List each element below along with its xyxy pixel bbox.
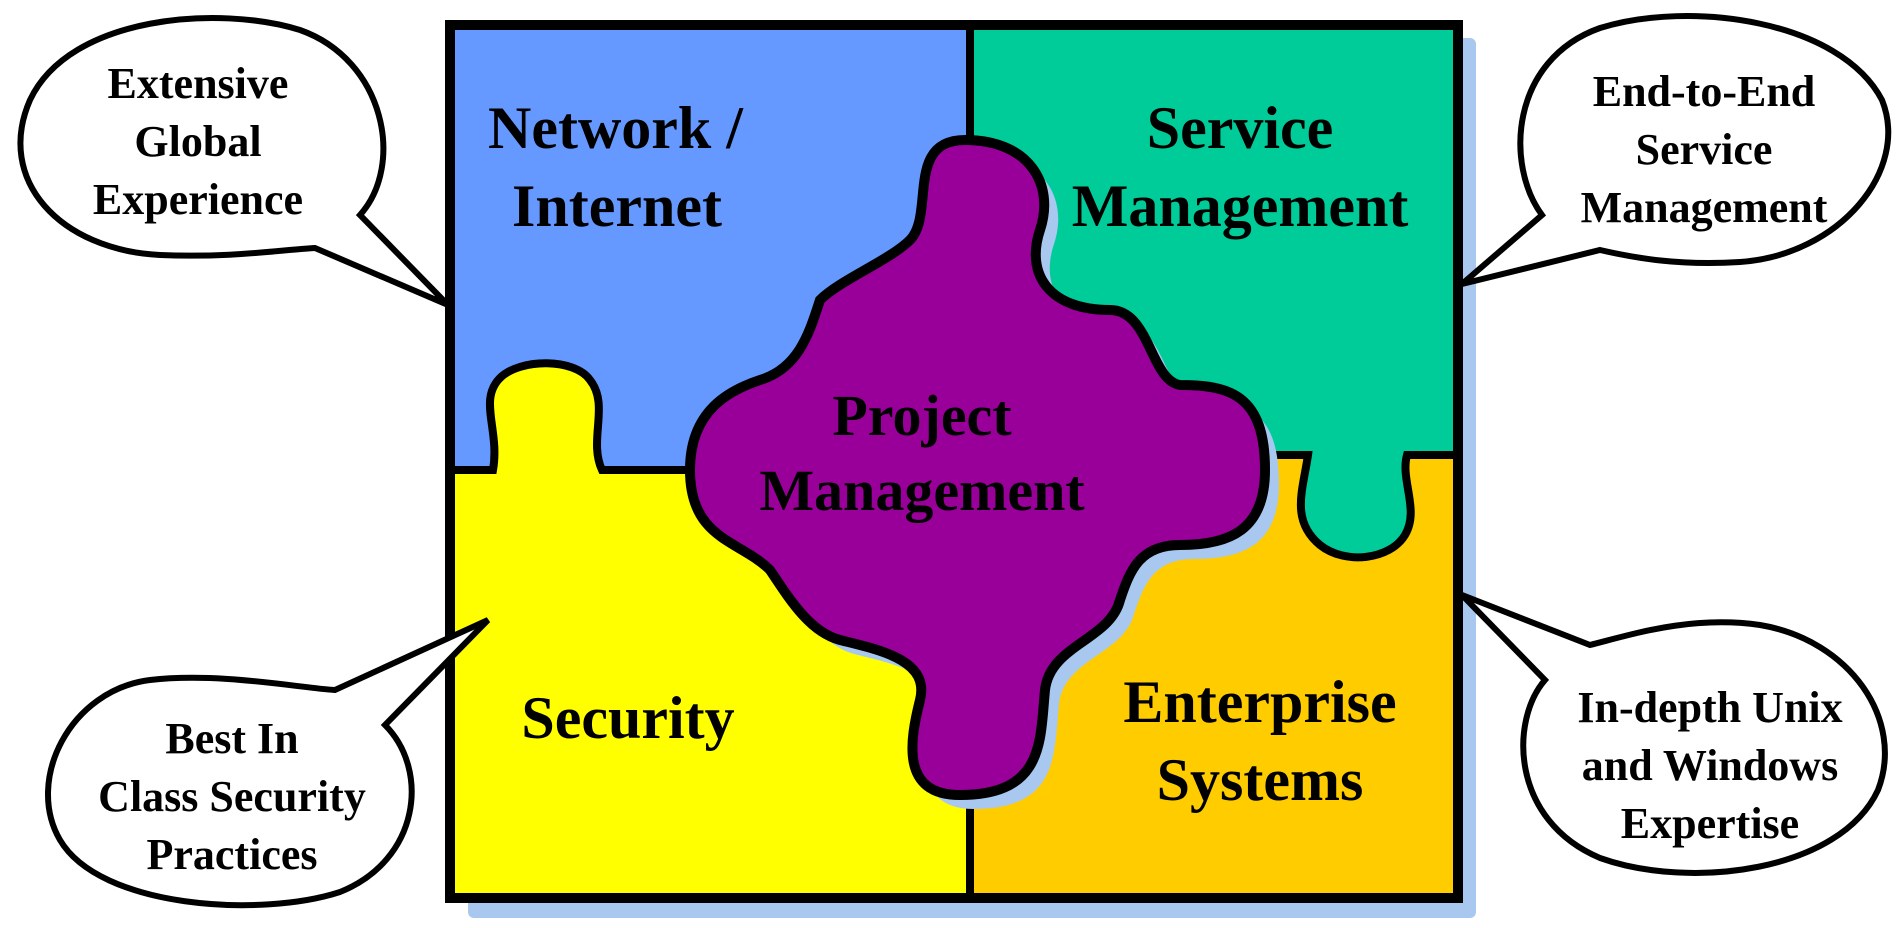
callout-bottom-left-line2: Class Security (98, 772, 366, 821)
callout-top-left-bubble (17, 15, 451, 308)
callout-bottom-right-line1: In-depth Unix (1577, 683, 1842, 732)
callout-top-left-line2: Global (134, 117, 261, 166)
security-tab (490, 363, 600, 470)
callout-top-right-line2: Service (1636, 125, 1773, 174)
service-tab (1301, 455, 1411, 558)
security-label: Security (521, 685, 734, 751)
service-label-line2: Management (1072, 173, 1409, 239)
callout-top-right: End-to-End Service Management (1460, 13, 1892, 287)
callout-top-right-line1: End-to-End (1593, 67, 1816, 116)
callout-bottom-right-bubble (1459, 592, 1888, 876)
callout-bottom-right: In-depth Unix and Windows Expertise (1459, 592, 1888, 876)
callout-top-left-line3: Experience (93, 175, 303, 224)
callout-top-left-line1: Extensive (108, 59, 289, 108)
callout-bottom-right-line2: and Windows (1582, 741, 1838, 790)
callout-bottom-right-line3: Expertise (1621, 799, 1799, 848)
network-label-line1: Network / (488, 95, 744, 161)
project-label-line1: Project (832, 383, 1012, 448)
callout-bottom-left-bubble (45, 617, 491, 909)
enterprise-label-line1: Enterprise (1123, 669, 1396, 735)
project-label-line2: Management (759, 458, 1085, 523)
callout-top-left: Extensive Global Experience (17, 15, 451, 308)
callout-bottom-left: Best In Class Security Practices (45, 617, 491, 909)
callout-top-right-bubble (1460, 13, 1892, 287)
callout-bottom-left-line3: Practices (147, 830, 318, 879)
project-management-piece (684, 134, 1271, 801)
enterprise-label-line2: Systems (1157, 747, 1364, 813)
security-tab-outline (450, 359, 690, 474)
service-label-line1: Service (1147, 95, 1334, 161)
callout-bottom-left-line1: Best In (165, 714, 298, 763)
network-label-line2: Internet (512, 173, 722, 239)
callout-top-right-line3: Management (1581, 183, 1828, 232)
service-tab-outline (1250, 451, 1458, 562)
square-frame (445, 20, 1463, 903)
